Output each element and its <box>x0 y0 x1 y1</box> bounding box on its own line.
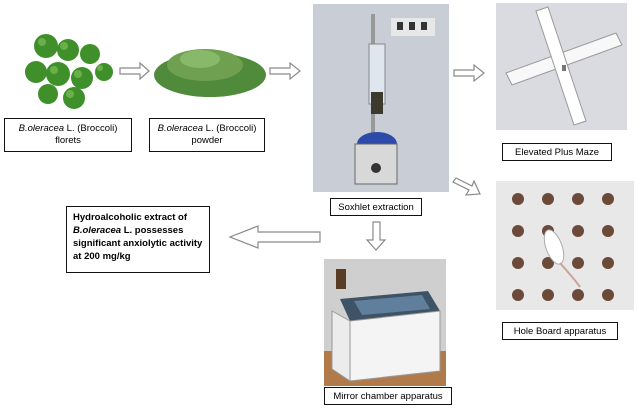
mirror-chamber-image <box>324 259 446 386</box>
conclusion-line2: L. possesses <box>121 225 184 236</box>
florets-label: B.oleracea L. (Broccoli) florets <box>4 118 132 152</box>
elevated-plus-maze-image <box>496 3 627 130</box>
arrow-soxhlet-to-holeboard <box>452 177 481 196</box>
holeboard-text: Hole Board apparatus <box>513 326 607 337</box>
soxhlet-text: Soxhlet extraction <box>338 202 414 213</box>
epm-text: Elevated Plus Maze <box>515 147 599 158</box>
broccoli-powder-image <box>150 35 270 105</box>
epm-label: Elevated Plus Maze <box>502 143 612 161</box>
conclusion-species: B.oleracea <box>73 225 122 236</box>
arrow-soxhlet-to-mirror <box>365 221 387 251</box>
arrow-powder-to-soxhlet <box>269 61 301 81</box>
broccoli-florets-image <box>18 28 118 112</box>
powder-rest: L. (Broccoli) <box>203 123 257 134</box>
conclusion-box: Hydroalcoholic extract of B.oleracea L. … <box>66 206 210 273</box>
powder-label: B.oleracea L. (Broccoli) powder <box>149 118 265 152</box>
florets-species: B.oleracea <box>18 123 65 134</box>
arrow-florets-to-powder <box>119 61 150 81</box>
powder-line2: powder <box>191 135 223 146</box>
florets-line2: florets <box>55 135 81 146</box>
conclusion-line3: significant anxiolytic activity <box>73 238 203 249</box>
powder-species: B.oleracea <box>157 123 204 134</box>
conclusion-line4: at 200 mg/kg <box>73 251 131 262</box>
soxhlet-label: Soxhlet extraction <box>330 198 422 216</box>
conclusion-line1: Hydroalcoholic extract of <box>73 212 188 223</box>
mirror-text: Mirror chamber apparatus <box>333 391 443 402</box>
holeboard-label: Hole Board apparatus <box>502 322 618 340</box>
soxhlet-image <box>313 4 449 192</box>
mirror-label: Mirror chamber apparatus <box>324 387 452 405</box>
hole-board-image <box>496 181 634 310</box>
florets-rest: L. (Broccoli) <box>64 123 118 134</box>
arrow-soxhlet-to-epm <box>453 63 485 83</box>
arrow-to-conclusion <box>228 225 321 249</box>
